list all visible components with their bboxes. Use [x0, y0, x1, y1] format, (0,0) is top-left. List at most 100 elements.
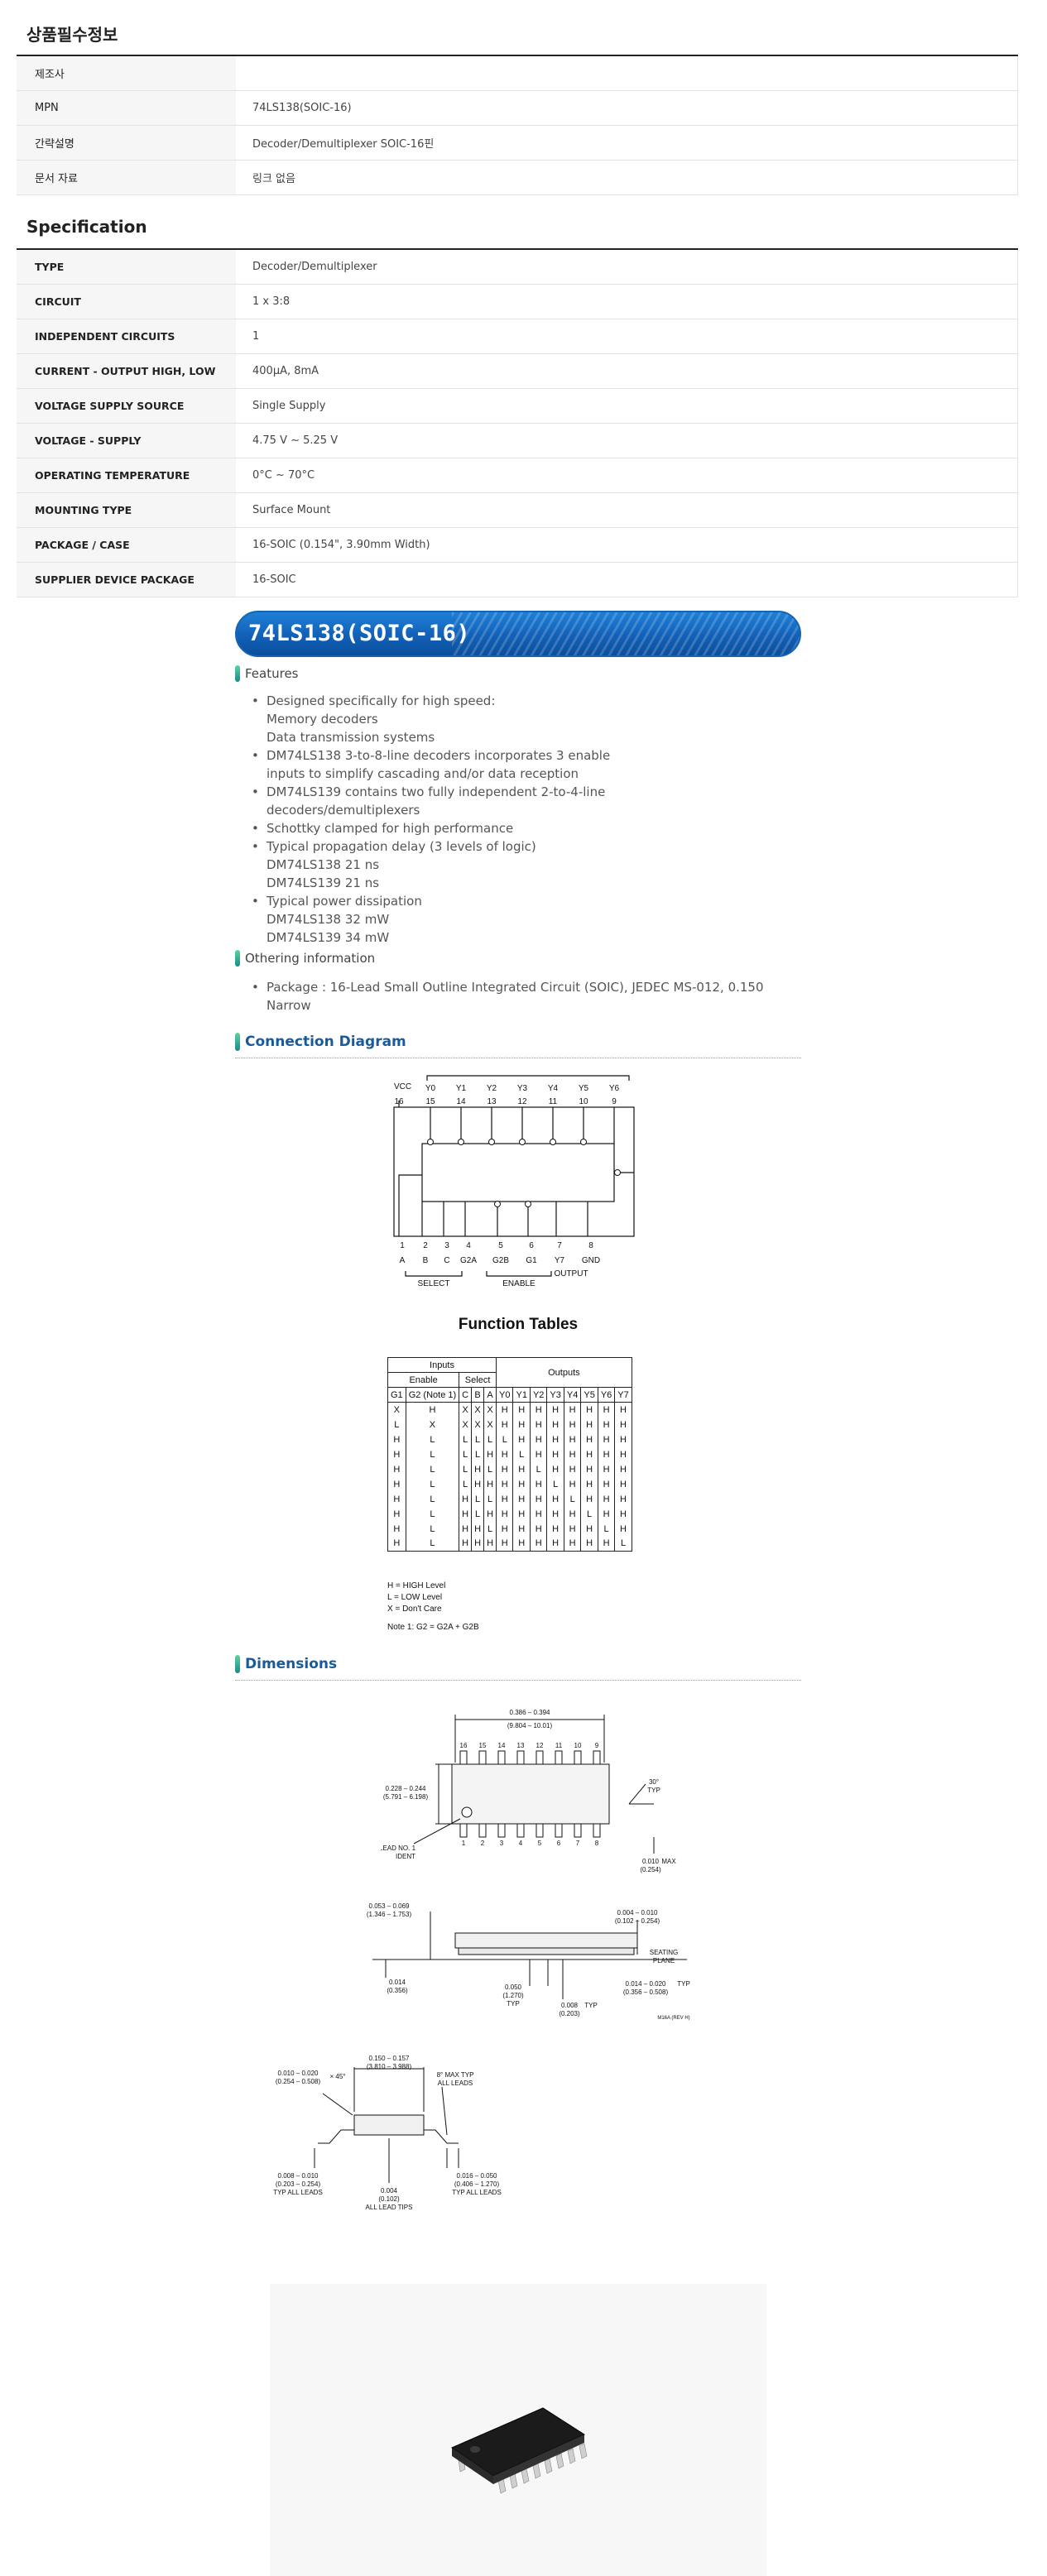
table-cell: H: [546, 1521, 564, 1537]
product-detail: 74LS138(SOIC-16) Features Designed speci…: [235, 611, 801, 1058]
list-item: DM74LS139 contains two fully independent…: [252, 783, 801, 801]
table-cell: H: [387, 1446, 406, 1462]
row-value: Decoder/Demultiplexer SOIC-16핀: [236, 125, 1018, 161]
table-cell: L: [546, 1476, 564, 1492]
table-cell: H: [614, 1491, 632, 1507]
pin-number: 3: [444, 1241, 449, 1250]
dim-chamfer-mm: (0.254 – 0.508): [276, 2078, 321, 2085]
table-cell: L: [387, 1417, 406, 1432]
column-header: B: [471, 1387, 485, 1403]
header-row: Enable Select: [387, 1372, 632, 1388]
lead: [459, 1750, 468, 1765]
pin-number: 9: [595, 1742, 599, 1749]
banner-stripes: [452, 612, 800, 655]
chip-lead: [579, 2443, 588, 2459]
table-cell: L: [483, 1521, 497, 1537]
table-cell: L: [405, 1446, 460, 1462]
pin-number: 1: [400, 1241, 405, 1250]
table-cell: H: [597, 1491, 616, 1507]
pin-number: 13: [487, 1097, 497, 1106]
dim-length-mm: (9.804 – 10.01): [507, 1722, 553, 1729]
dimension-end-view: 0.010 – 0.020 (0.254 – 0.508) × 45° 0.15…: [273, 2055, 502, 2211]
lead: [497, 1823, 506, 1838]
table-cell: H: [496, 1476, 514, 1492]
output-label: OUTPUT: [554, 1269, 588, 1278]
dim-max-label: MAX: [661, 1858, 676, 1865]
dim-width-mm: (5.791 – 6.198): [383, 1793, 429, 1801]
row-value: 74LS138(SOIC-16): [236, 90, 1018, 126]
pin-number: 11: [555, 1742, 563, 1749]
table-cell: L: [405, 1536, 460, 1552]
specification-title: Specification: [26, 217, 147, 237]
lead-ident: LEAD NO. 1: [381, 1844, 416, 1852]
lead: [478, 1750, 487, 1765]
row-value: 16-SOIC: [236, 562, 1018, 597]
table-cell: H: [563, 1506, 582, 1522]
othering-heading: Othering information: [235, 950, 801, 967]
dim-standoff: 0.004 – 0.010: [617, 1909, 658, 1916]
table-cell: H: [597, 1461, 616, 1477]
table-cell: H: [387, 1432, 406, 1447]
lead: [593, 1823, 601, 1838]
table-cell: H: [459, 1536, 473, 1552]
row-label: VOLTAGE SUPPLY SOURCE: [17, 388, 236, 424]
othering-list: Package : 16-Lead Small Outline Integrat…: [252, 978, 801, 1015]
dim-pitch-typ: TYP: [507, 2000, 520, 2008]
column-header: Y2: [529, 1387, 548, 1403]
table-cell: H: [614, 1446, 632, 1462]
table-cell: H: [387, 1476, 406, 1492]
dim-lead-w-mm: (0.356): [387, 1987, 408, 1994]
table-cell: H: [597, 1432, 616, 1447]
dimensions-heading-text: Dimensions: [245, 1656, 338, 1672]
table-cell: H: [496, 1491, 514, 1507]
row-value: 1 x 3:8: [236, 284, 1018, 319]
dim-lead-t-typ: TYP: [584, 2002, 598, 2009]
chip-image: [450, 2407, 588, 2494]
table-cell: H: [405, 1402, 460, 1418]
row-value: 400μA, 8mA: [236, 353, 1018, 389]
legend-note: Note 1: G2 = G2A + G2B: [387, 1623, 479, 1632]
table-cell: L: [471, 1506, 485, 1522]
pin-number: 15: [479, 1742, 487, 1749]
list-item: inputs to simplify cascading and/or data…: [267, 766, 579, 781]
table-cell: H: [387, 1506, 406, 1522]
pin-number: 8: [588, 1241, 593, 1250]
row-label: CIRCUIT: [17, 284, 236, 319]
list-item: Typical propagation delay (3 levels of l…: [252, 837, 801, 856]
pin-signal-label: Y6: [609, 1084, 620, 1093]
pin-signal-label: G2A: [460, 1256, 477, 1265]
pin-signal-label: Y3: [517, 1084, 528, 1093]
table-cell: H: [563, 1536, 582, 1552]
dim-chamfer: 0.010 – 0.020: [278, 2070, 319, 2077]
table-cell: L: [471, 1491, 485, 1507]
table-cell: H: [512, 1491, 531, 1507]
dim-tip: 0.004: [381, 2187, 398, 2195]
table-cell: H: [529, 1476, 548, 1492]
table-cell: H: [512, 1461, 531, 1477]
table-cell: H: [597, 1476, 616, 1492]
table-cell: H: [580, 1491, 598, 1507]
dim-chamfer-angle: × 45°: [330, 2073, 346, 2080]
product-banner: 74LS138(SOIC-16): [235, 611, 801, 657]
dim-tip-label: ALL LEAD TIPS: [366, 2204, 413, 2211]
table-cell: H: [529, 1536, 548, 1552]
pin-number: 9: [612, 1097, 617, 1106]
column-header: G2 (Note 1): [405, 1387, 460, 1403]
dim-foot: 0.016 – 0.050: [457, 2172, 497, 2180]
table-cell: H: [580, 1476, 598, 1492]
pin-signal-label: G1: [526, 1256, 537, 1265]
pin-number: 4: [466, 1241, 471, 1250]
table-cell: L: [563, 1491, 582, 1507]
row-value: Single Supply: [236, 388, 1018, 424]
table-cell: H: [496, 1402, 514, 1418]
column-header: Y4: [563, 1387, 582, 1403]
